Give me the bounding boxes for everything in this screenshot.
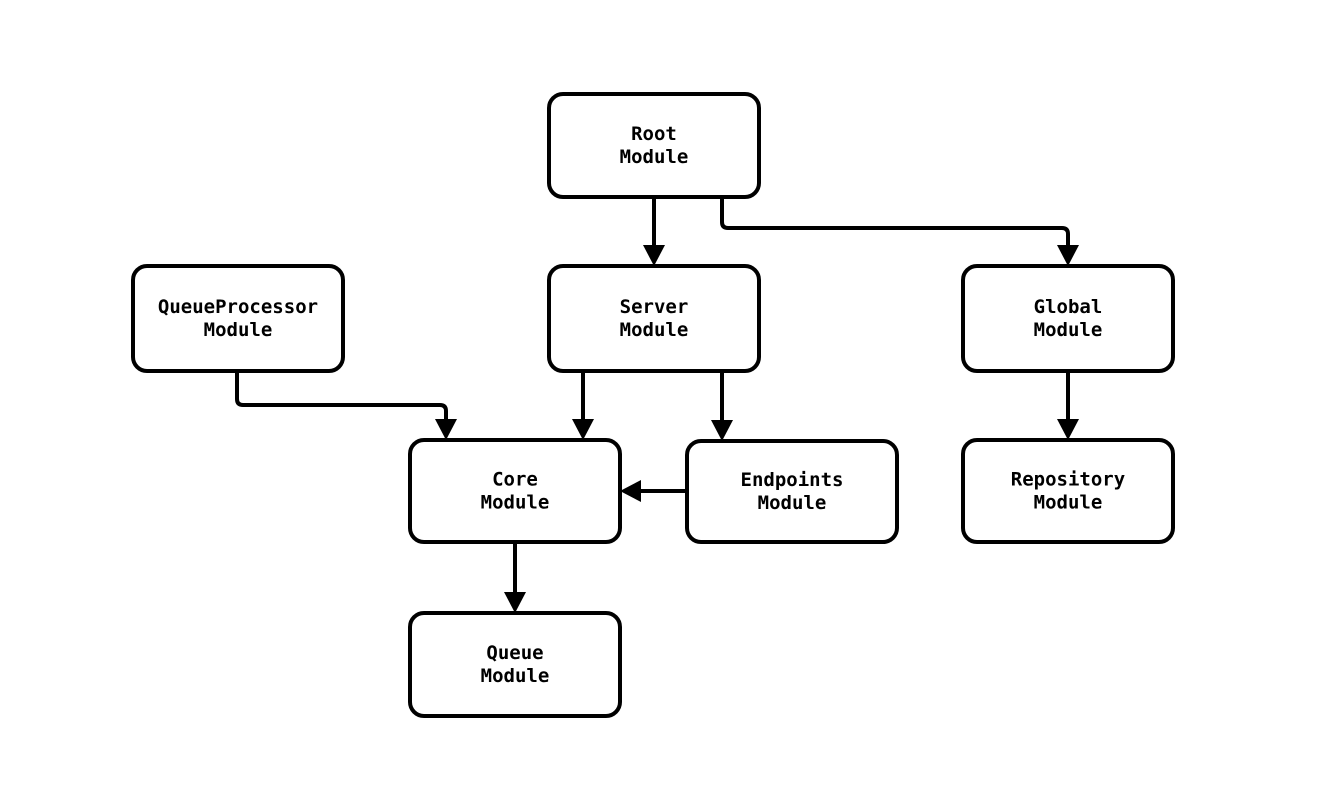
node-label-primary: QueueProcessor	[158, 296, 318, 318]
arrowhead-icon	[711, 420, 733, 441]
edge-global-to-repository	[1057, 371, 1079, 440]
arrowhead-icon	[504, 592, 526, 613]
arrowhead-icon	[435, 419, 457, 440]
edge-root-to-global	[720, 197, 1079, 266]
node-label-secondary: Module	[481, 665, 550, 687]
node-label-secondary: Module	[1034, 492, 1103, 514]
node-label-primary: Repository	[1011, 469, 1125, 491]
node-box[interactable]	[408, 611, 622, 718]
node-box[interactable]	[131, 264, 345, 373]
node-label-secondary: Module	[620, 319, 689, 341]
node-label-secondary: Module	[620, 146, 689, 168]
node-label-primary: Queue	[486, 642, 543, 664]
edge-layer	[235, 197, 1079, 613]
node-box[interactable]	[961, 438, 1175, 544]
arrowhead-icon	[1057, 419, 1079, 440]
edge-server-to-endpoints	[711, 371, 733, 441]
node-box[interactable]	[408, 438, 622, 544]
node-label-primary: Core	[492, 469, 538, 491]
node-label-secondary: Module	[1034, 319, 1103, 341]
node-box[interactable]	[547, 92, 761, 199]
edge-endpoints-to-core	[620, 480, 687, 502]
node-label-primary: Root	[631, 123, 677, 145]
arrowhead-icon	[1057, 245, 1079, 266]
arrowhead-icon	[620, 480, 641, 502]
node-label-primary: Server	[620, 296, 689, 318]
node-label-secondary: Module	[481, 492, 550, 514]
node-label-primary: Global	[1034, 296, 1103, 318]
edge-core-to-queue	[504, 542, 526, 613]
node-label-secondary: Module	[758, 492, 827, 514]
edge-root-to-server	[643, 197, 665, 266]
edge-queueprocessor-to-core	[235, 371, 457, 440]
node-box[interactable]	[547, 264, 761, 373]
node-label-secondary: Module	[204, 319, 273, 341]
node-label-primary: Endpoints	[741, 469, 844, 491]
edge-server-to-core	[572, 371, 594, 440]
arrowhead-icon	[643, 245, 665, 266]
node-box[interactable]	[961, 264, 1175, 373]
edge-line	[720, 197, 1070, 252]
arrowhead-icon	[572, 419, 594, 440]
node-box[interactable]	[685, 439, 899, 544]
edge-line	[235, 371, 448, 426]
node-layer: RootModuleQueueProcessorModuleServerModu…	[131, 92, 1175, 718]
